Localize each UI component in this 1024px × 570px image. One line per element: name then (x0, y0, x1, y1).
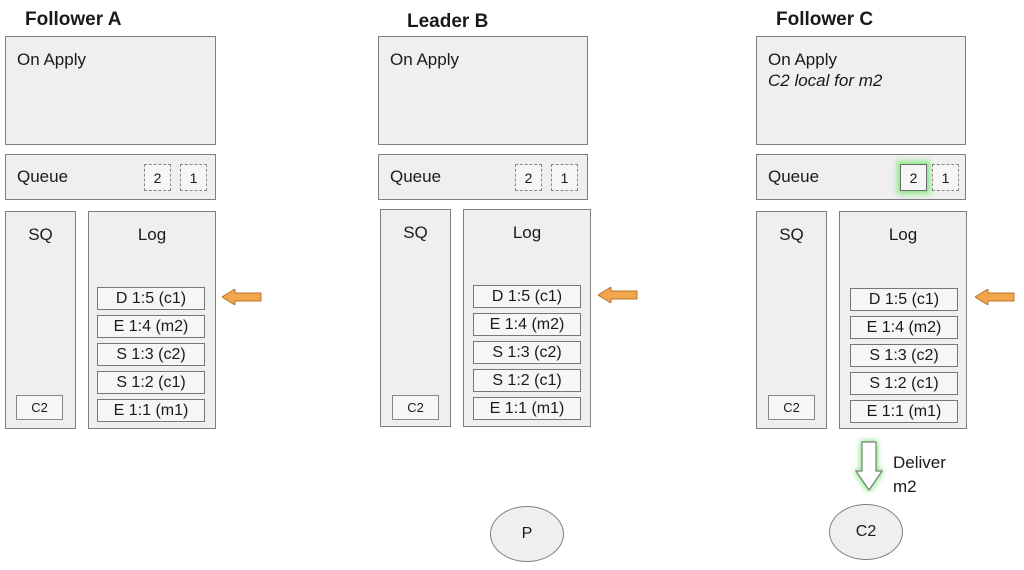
log-entry: S 1:3 (c2) (97, 343, 205, 366)
sq-entry: C2 (392, 395, 439, 420)
log-entry: E 1:1 (m1) (97, 399, 205, 422)
queue-label: Queue (390, 167, 442, 186)
log-box-leader-b: Log D 1:5 (c1) E 1:4 (m2) S 1:3 (c2) S 1… (463, 209, 591, 427)
down-arrow-icon (854, 441, 884, 492)
on-apply-box-follower-c: On Apply C2 local for m2 (756, 36, 966, 145)
sq-box-leader-b: SQ C2 (380, 209, 451, 427)
queue-slot-1: 1 (932, 164, 959, 191)
queue-slot-1: 1 (180, 164, 207, 191)
sq-entry: C2 (768, 395, 815, 420)
queue-box-follower-a: Queue 2 1 (5, 154, 216, 200)
on-apply-label: On Apply (768, 50, 837, 69)
queue-slot-2-highlighted: 2 (900, 164, 927, 191)
log-entry: D 1:5 (c1) (97, 287, 205, 310)
log-entry: E 1:1 (m1) (850, 400, 958, 423)
queue-slot-2: 2 (515, 164, 542, 191)
sq-label: SQ (28, 225, 53, 244)
log-entry: E 1:1 (m1) (473, 397, 581, 420)
queue-slot-2: 2 (144, 164, 171, 191)
on-apply-box-leader-b: On Apply (378, 36, 588, 145)
deliver-label-line1: Deliver (893, 453, 946, 472)
left-arrow-icon (598, 287, 638, 303)
log-entry-list: D 1:5 (c1) E 1:4 (m2) S 1:3 (c2) S 1:2 (… (850, 288, 958, 428)
on-apply-box-follower-a: On Apply (5, 36, 216, 145)
left-arrow-icon (975, 289, 1015, 305)
log-entry: E 1:4 (m2) (473, 313, 581, 336)
log-box-follower-a: Log D 1:5 (c1) E 1:4 (m2) S 1:3 (c2) S 1… (88, 211, 216, 429)
sq-label: SQ (403, 223, 428, 242)
on-apply-label: On Apply (390, 50, 459, 69)
log-entry-list: D 1:5 (c1) E 1:4 (m2) S 1:3 (c2) S 1:2 (… (97, 287, 205, 427)
deliver-label: Deliver m2 (893, 451, 946, 499)
panel-title-leader-b: Leader B (407, 11, 489, 32)
log-entry: S 1:3 (c2) (473, 341, 581, 364)
log-entry-list: D 1:5 (c1) E 1:4 (m2) S 1:3 (c2) S 1:2 (… (473, 285, 581, 425)
sq-label: SQ (779, 225, 804, 244)
log-entry: D 1:5 (c1) (473, 285, 581, 308)
queue-box-follower-c: Queue 2 1 (756, 154, 966, 200)
sq-box-follower-c: SQ C2 (756, 211, 827, 429)
log-label: Log (512, 223, 542, 242)
leader-node-p: P (490, 506, 564, 562)
sq-box-follower-a: SQ C2 (5, 211, 76, 429)
log-entry: E 1:4 (m2) (850, 316, 958, 339)
queue-label: Queue (768, 167, 820, 186)
sq-entry: C2 (16, 395, 63, 420)
follower-c-node-c2: C2 (829, 504, 903, 560)
log-entry: D 1:5 (c1) (850, 288, 958, 311)
queue-label: Queue (17, 167, 69, 186)
log-label: Log (137, 225, 167, 244)
queue-slot-1: 1 (551, 164, 578, 191)
panel-title-follower-a: Follower A (25, 9, 122, 30)
log-entry: S 1:2 (c1) (850, 372, 958, 395)
log-entry: S 1:2 (c1) (97, 371, 205, 394)
log-box-follower-c: Log D 1:5 (c1) E 1:4 (m2) S 1:3 (c2) S 1… (839, 211, 967, 429)
log-entry: S 1:2 (c1) (473, 369, 581, 392)
on-apply-label: On Apply (17, 50, 86, 69)
deliver-label-line2: m2 (893, 477, 917, 496)
panel-title-follower-c: Follower C (776, 9, 874, 30)
on-apply-note: C2 local for m2 (768, 71, 883, 90)
left-arrow-icon (222, 289, 262, 305)
log-label: Log (888, 225, 918, 244)
log-entry: E 1:4 (m2) (97, 315, 205, 338)
queue-box-leader-b: Queue 2 1 (378, 154, 588, 200)
log-entry: S 1:3 (c2) (850, 344, 958, 367)
